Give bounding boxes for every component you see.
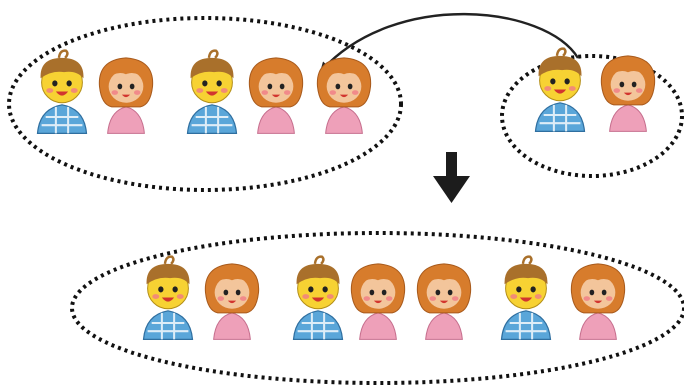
- group-ellipse-bottom: [70, 231, 684, 385]
- group-ellipse-top-left: [7, 16, 403, 192]
- girl-figure: [416, 263, 472, 340]
- boy-figure: [36, 49, 88, 134]
- boy-figure: [500, 255, 552, 340]
- girl-figure: [248, 57, 304, 134]
- girl-figure: [98, 57, 154, 134]
- girl-figure: [600, 55, 656, 132]
- children-group-top-right: [534, 47, 656, 132]
- children-group-top-left: [36, 49, 372, 134]
- girl-figure: [350, 263, 406, 340]
- boy-figure: [534, 47, 586, 132]
- children-group-bottom: [142, 255, 626, 340]
- curved-arrow: [319, 12, 580, 73]
- down-arrow: [433, 152, 470, 203]
- girl-figure: [316, 57, 372, 134]
- boy-figure: [292, 255, 344, 340]
- boy-figure: [142, 255, 194, 340]
- group-ellipse-top-right: [500, 54, 684, 178]
- girl-figure: [204, 263, 260, 340]
- boy-figure: [186, 49, 238, 134]
- girl-figure: [570, 263, 626, 340]
